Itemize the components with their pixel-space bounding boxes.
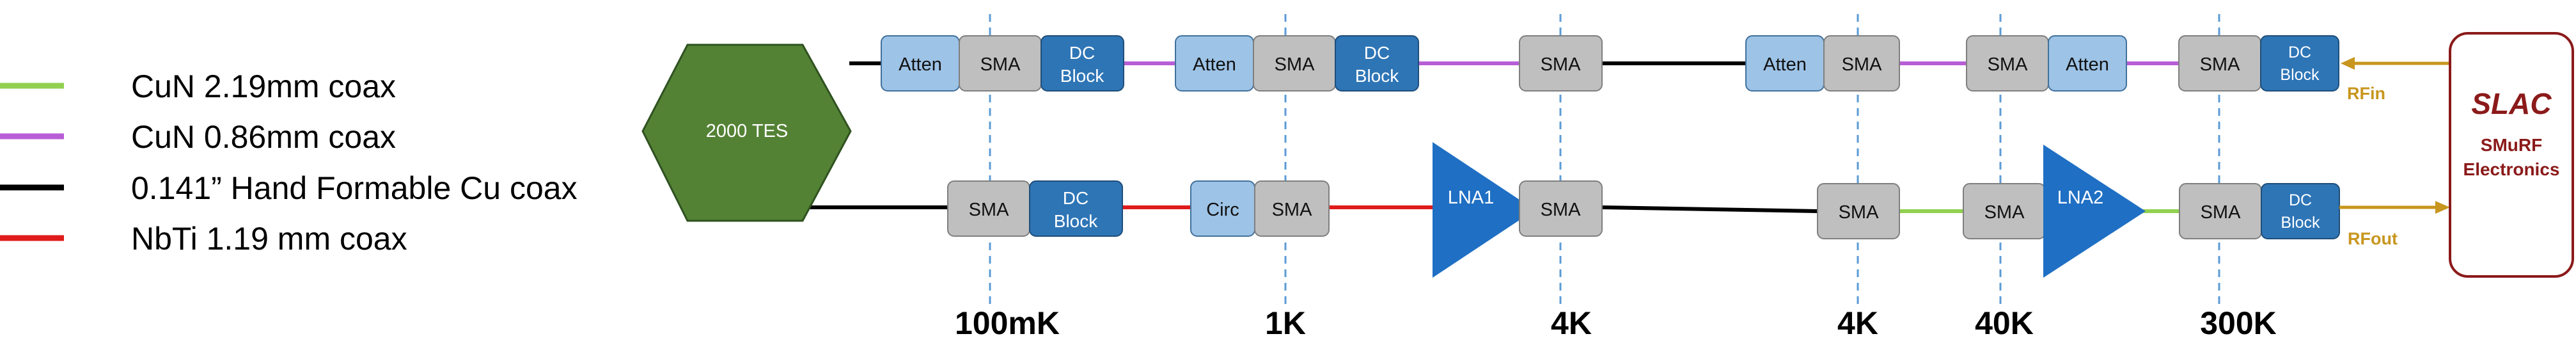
stage-label-4k-a: 4K — [1551, 305, 1592, 341]
smurf-label-line2: Electronics — [2463, 159, 2560, 179]
sma-40k-top-label: SMA — [1988, 54, 2029, 75]
atten-1k-label: Atten — [1193, 54, 1236, 75]
sma-40k-bottom-label: SMA — [1984, 202, 2025, 223]
bottom-line-cables — [799, 205, 2179, 213]
lna1-triangle — [1433, 142, 1535, 278]
slac-logo: SLAC — [2471, 87, 2552, 120]
sma-1k-bottom-label: SMA — [1272, 200, 1313, 220]
atten-100mk-label: Atten — [899, 54, 942, 75]
rf-out-arrow-head — [2435, 201, 2450, 214]
lna2-triangle — [2043, 145, 2146, 278]
dc-block-100mk-top-line1: DC — [1069, 43, 1095, 63]
atten-40k-box — [2048, 35, 2127, 92]
dc-block-100mk-top-box — [1041, 35, 1124, 92]
sma-100mk-bottom-label: SMA — [969, 200, 1010, 220]
sma-100mk-top-label: SMA — [980, 54, 1021, 75]
sma-300k-top-label: SMA — [2200, 54, 2241, 75]
sma-1k-bottom-box — [1254, 180, 1330, 237]
lna2-label: LNA2 — [2057, 187, 2104, 208]
sma-4k-top-label: SMA — [1541, 54, 1582, 75]
legend: CuN 2.19mm coax CuN 0.86mm coax 0.141” H… — [0, 68, 577, 257]
dc-block-100mk-bottom-box — [1029, 180, 1123, 237]
dc-block-100mk-bottom-line2: Block — [1054, 211, 1098, 231]
sma-4k-bottom-box — [1519, 180, 1603, 237]
bottom-line-components: SMA DC Block Circ SMA LNA1 SMA SMA SMA L… — [947, 142, 2340, 278]
sma-300k-bottom-label: SMA — [2201, 202, 2242, 223]
sma-4k-b-top-label: SMA — [1842, 54, 1883, 75]
rf-out-label: RFout — [2348, 229, 2398, 248]
cable-4k-to-4k-bottom — [1601, 205, 1818, 213]
sma-4k-bottom-label: SMA — [1541, 200, 1582, 220]
stage-label-1k: 1K — [1265, 305, 1306, 341]
atten-4k-label: Atten — [1763, 54, 1807, 75]
stage-boundaries — [989, 14, 2220, 306]
top-line-components: Atten SMA DC Block Atten SMA DC Block SM… — [881, 35, 2339, 92]
rf-arrows: RFin RFout — [2339, 57, 2450, 248]
dc-block-300k-top-line1: DC — [2288, 44, 2311, 61]
dc-block-1k-line1: DC — [1364, 43, 1390, 63]
dc-block-300k-top-line2: Block — [2280, 66, 2320, 84]
rf-in-label: RFin — [2347, 84, 2385, 103]
circulator-label: Circ — [1206, 200, 1239, 220]
dc-block-100mk-bottom-line1: DC — [1063, 188, 1088, 208]
stage-labels: 100mK 1K 4K 4K 40K 300K — [955, 305, 2277, 341]
smurf-box — [2449, 32, 2574, 278]
stage-label-40k: 40K — [1975, 305, 2034, 341]
legend-label-nbti: NbTi 1.19 mm coax — [131, 221, 407, 257]
tes-array: 2000 TES — [641, 44, 852, 222]
legend-label-cun-219: CuN 2.19mm coax — [131, 68, 396, 104]
atten-40k-label: Atten — [2066, 54, 2109, 75]
sma-4k-b-bottom-box — [1817, 183, 1900, 239]
legend-label-hand-formable: 0.141” Hand Formable Cu coax — [131, 170, 577, 206]
dc-block-100mk-top-line2: Block — [1060, 66, 1104, 86]
smurf-electronics: SLAC SMuRF Electronics — [2449, 32, 2574, 278]
stage-label-100mk: 100mK — [955, 305, 1060, 341]
dc-block-300k-bottom-line1: DC — [2289, 191, 2312, 209]
dc-block-300k-bottom-line2: Block — [2281, 214, 2320, 232]
stage-label-4k-b: 4K — [1837, 305, 1878, 341]
dc-block-1k-box — [1335, 35, 1419, 92]
sma-4k-b-bottom-label: SMA — [1839, 202, 1880, 223]
dc-block-300k-top-box — [2260, 35, 2339, 92]
sma-4k-b-top-box — [1823, 35, 1900, 92]
dc-block-300k-bottom-box — [2261, 183, 2340, 239]
sma-1k-top-label: SMA — [1275, 54, 1315, 75]
tes-label: 2000 TES — [706, 121, 788, 141]
tes-hexagon — [641, 44, 852, 222]
stage-label-300k: 300K — [2200, 305, 2277, 341]
smurf-label-line1: SMuRF — [2481, 135, 2542, 155]
sma-4k-top-box — [1519, 35, 1603, 92]
dc-block-1k-line2: Block — [1355, 66, 1399, 86]
rf-in-arrow-head — [2341, 57, 2355, 70]
lna1-label: LNA1 — [1448, 187, 1495, 208]
legend-label-cun-086: CuN 0.86mm coax — [131, 119, 396, 155]
